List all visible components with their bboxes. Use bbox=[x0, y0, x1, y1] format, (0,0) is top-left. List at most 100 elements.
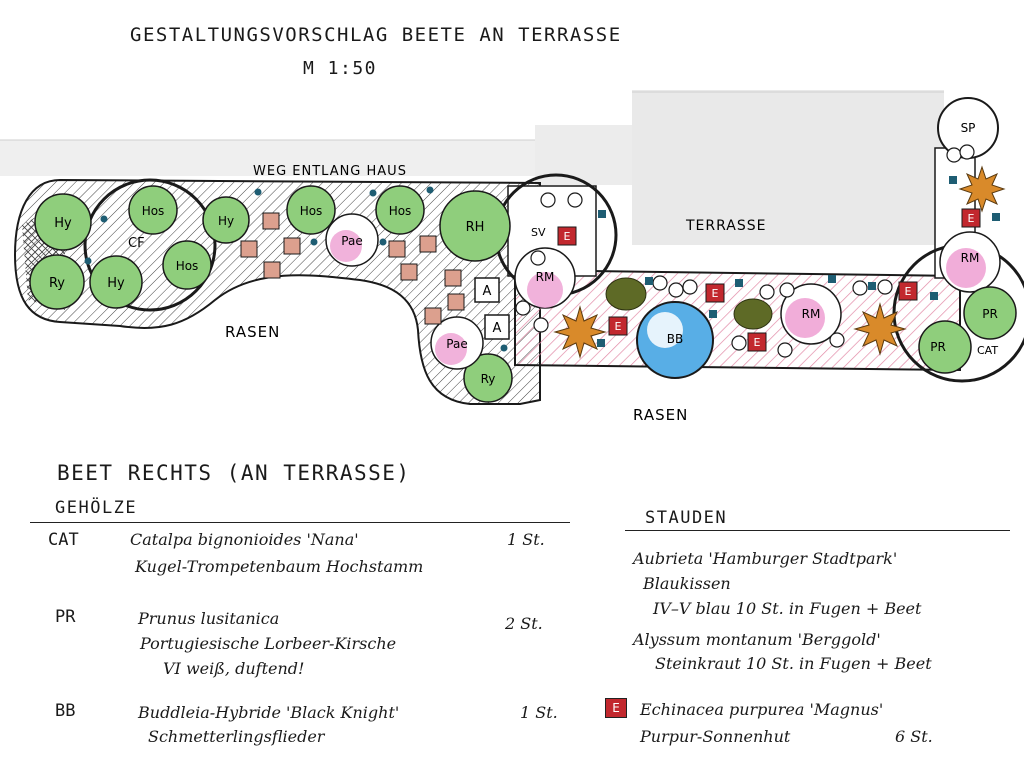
svg-text:Ry: Ry bbox=[481, 372, 496, 386]
shrub-rm-3: RM bbox=[939, 231, 1001, 293]
house-wall-strip bbox=[0, 140, 536, 176]
gehoelz-bb-name: Buddleia-Hybride 'Black Knight' bbox=[138, 703, 400, 722]
gehoelz-bb-common: Schmetterlingsflieder bbox=[148, 727, 325, 746]
gehoelz-pr-common: Portugiesische Lorbeer-Kirsche bbox=[140, 634, 397, 653]
shrub-bb: BB bbox=[636, 301, 714, 379]
shrub-hy-3: Hy bbox=[202, 196, 250, 244]
gehoelz-pr-qty: 2 St. bbox=[505, 614, 543, 633]
svg-text:A: A bbox=[493, 321, 502, 336]
cushion-plants bbox=[515, 144, 975, 358]
label-rasen-left: RASEN bbox=[225, 323, 280, 341]
gehoelz-cat-qty: 1 St. bbox=[507, 530, 545, 549]
peony-2: Pae bbox=[430, 316, 484, 370]
bulb-dots bbox=[84, 186, 508, 352]
legend-heading: BEET RECHTS (AN TERRASSE) bbox=[57, 461, 411, 485]
svg-text:RH: RH bbox=[466, 220, 485, 235]
shrub-hy-2: Hy bbox=[89, 255, 143, 309]
shrub-ry-1: Ry bbox=[29, 254, 85, 310]
shrub-rm-2: RM bbox=[780, 283, 842, 345]
gehoelz-bb-qty: 1 St. bbox=[520, 703, 558, 722]
label-weg-entlang-haus: WEG ENTLANG HAUS bbox=[253, 164, 407, 179]
svg-text:E: E bbox=[712, 287, 719, 300]
shrub-rh: RH bbox=[439, 190, 511, 262]
gehoelz-pr-note: VI weiß, duftend! bbox=[163, 659, 305, 678]
svg-text:E: E bbox=[905, 285, 912, 298]
shrub-rm-1: RM bbox=[514, 247, 576, 309]
terrace-area bbox=[632, 90, 944, 245]
svg-text:RM: RM bbox=[961, 251, 980, 265]
svg-text:Hy: Hy bbox=[54, 216, 72, 231]
svg-text:Hy: Hy bbox=[218, 214, 234, 228]
staude-echinacea-qty: 6 St. bbox=[895, 727, 933, 746]
echinacea-2: E bbox=[608, 316, 628, 336]
svg-text:Hy: Hy bbox=[107, 276, 125, 291]
svg-text:Hos: Hos bbox=[142, 204, 165, 218]
shrub-hos-3: Hos bbox=[286, 185, 336, 235]
svg-text:BB: BB bbox=[667, 332, 683, 346]
gehoelz-code-bb: BB bbox=[55, 701, 76, 721]
shrub-hos-1: Hos bbox=[128, 185, 178, 235]
label-rasen-right: RASEN bbox=[633, 406, 688, 424]
shrub-ry-2: Ry bbox=[463, 353, 513, 403]
echinacea-4: E bbox=[747, 332, 767, 352]
shrub-pr-1: PR bbox=[963, 286, 1017, 340]
label-cat: CAT bbox=[977, 344, 998, 357]
svg-text:RM: RM bbox=[802, 307, 821, 321]
shrub-pr-2: PR bbox=[918, 320, 972, 374]
staude-aubrieta-common: Blaukissen bbox=[643, 574, 731, 593]
svg-text:E: E bbox=[615, 320, 622, 333]
staude-echinacea-common: Purpur-Sonnenhut bbox=[640, 727, 791, 746]
staude-echinacea-name: Echinacea purpurea 'Magnus' bbox=[640, 700, 884, 719]
svg-text:E: E bbox=[754, 336, 761, 349]
staude-alyssum-detail: Steinkraut 10 St. in Fugen + Beet bbox=[655, 654, 932, 673]
svg-text:E: E bbox=[968, 212, 975, 225]
plan-title: GESTALTUNGSVORSCHLAG BEETE AN TERRASSE bbox=[130, 24, 622, 46]
stone-a-1: A bbox=[474, 277, 500, 303]
svg-text:PR: PR bbox=[982, 307, 998, 321]
gehoelz-code-cat: CAT bbox=[48, 530, 79, 550]
teal-markers bbox=[597, 176, 1000, 347]
staude-aubrieta-detail: IV–V blau 10 St. in Fugen + Beet bbox=[653, 599, 922, 618]
echinacea-5: E bbox=[898, 281, 918, 301]
svg-text:Hos: Hos bbox=[300, 204, 323, 218]
peony-1: Pae bbox=[325, 213, 379, 267]
gehoelz-pr-name: Prunus lusitanica bbox=[138, 609, 280, 628]
svg-text:Pae: Pae bbox=[341, 234, 362, 248]
plan-scale: M 1:50 bbox=[303, 58, 378, 79]
svg-text:Ry: Ry bbox=[49, 276, 65, 291]
gehoelz-code-pr: PR bbox=[55, 607, 76, 627]
echinacea-3: E bbox=[705, 283, 725, 303]
shrub-hos-2: Hos bbox=[162, 240, 212, 290]
shrub-hos-4: Hos bbox=[375, 185, 425, 235]
label-sv: SV bbox=[531, 226, 546, 239]
grass-star-3 bbox=[958, 165, 1006, 213]
gehoelz-cat-name: Catalpa bignonioides 'Nana' bbox=[130, 530, 359, 549]
svg-text:SP: SP bbox=[961, 121, 976, 135]
echinacea-1: E bbox=[557, 226, 577, 246]
grass-star-1 bbox=[553, 305, 607, 359]
paving-stones bbox=[240, 212, 465, 325]
stone-a-2: A bbox=[484, 314, 510, 340]
stauden-heading: STAUDEN bbox=[645, 508, 728, 528]
svg-text:Hos: Hos bbox=[389, 204, 412, 218]
label-terrasse: TERRASSE bbox=[685, 218, 766, 234]
svg-text:A: A bbox=[483, 284, 492, 299]
gehoelz-cat-common: Kugel-Trompetenbaum Hochstamm bbox=[135, 557, 424, 576]
dwarf-shrub-2 bbox=[733, 298, 773, 330]
svg-text:Hos: Hos bbox=[176, 259, 199, 273]
left-bed-outline bbox=[13, 178, 541, 405]
gehoelze-rule bbox=[30, 522, 570, 523]
svg-text:E: E bbox=[564, 230, 571, 243]
grass-star-2 bbox=[853, 302, 907, 356]
stauden-rule bbox=[625, 530, 1010, 531]
echinacea-6: E bbox=[961, 208, 981, 228]
staude-alyssum-name: Alyssum montanum 'Berggold' bbox=[633, 630, 881, 649]
label-cf: CF bbox=[128, 236, 145, 251]
svg-text:PR: PR bbox=[930, 340, 946, 354]
svg-text:Pae: Pae bbox=[446, 337, 467, 351]
staude-aubrieta-name: Aubrieta 'Hamburger Stadtpark' bbox=[633, 549, 898, 568]
svg-text:RM: RM bbox=[536, 270, 555, 284]
dwarf-shrub-1 bbox=[605, 277, 647, 311]
